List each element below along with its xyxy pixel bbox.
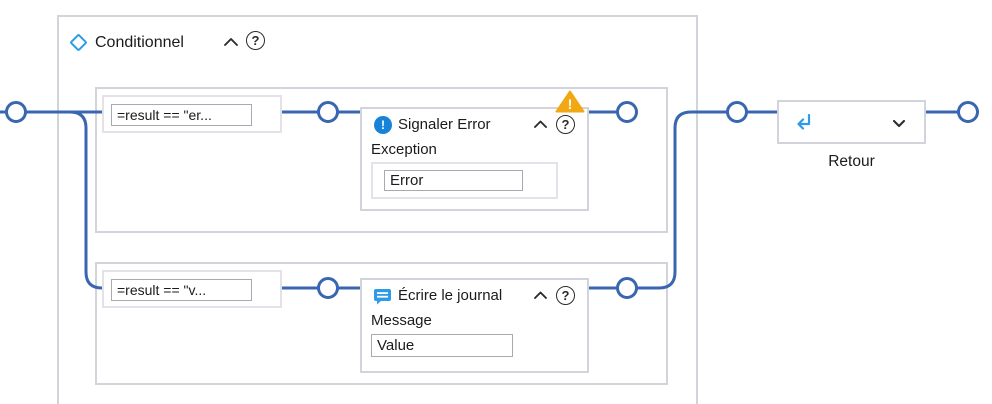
return-icon [797,113,811,130]
conditional-title: Conditionnel [95,34,184,51]
connection-point[interactable] [616,277,638,299]
exception-input[interactable] [384,170,523,191]
field-label: Message [371,312,432,329]
connection-point[interactable] [5,101,27,123]
message-icon [374,289,391,305]
condition-expression-input[interactable] [111,279,252,301]
return-label: Retour [828,153,875,170]
action-title: Signaler Error [398,116,491,133]
action-title: Écrire le journal [398,287,503,304]
action-ecrire-le-journal[interactable]: Écrire le journal ? Message [360,278,589,373]
connection-point[interactable] [317,277,339,299]
connection-point[interactable] [957,101,979,123]
connection-point[interactable] [317,101,339,123]
action-signaler-error[interactable]: ! Signaler Error ? Exception ! [360,90,589,211]
condition-expression-box [102,95,282,133]
field-label: Exception [371,141,437,158]
dropdown-chevron-icon[interactable] [892,119,906,128]
conditional-diamond-icon [69,33,89,53]
connection-point[interactable] [726,101,748,123]
error-info-icon: ! [374,116,392,134]
warning-glyph: ! [568,96,573,112]
message-input[interactable] [371,334,513,357]
collapse-chevron-icon[interactable] [223,37,239,47]
exception-field-wrapper [371,162,558,199]
help-icon[interactable]: ? [556,286,575,305]
condition-expression-input[interactable] [111,104,252,126]
help-icon[interactable]: ? [246,31,265,50]
return-node[interactable] [777,100,926,144]
collapse-chevron-icon[interactable] [533,291,548,300]
help-icon[interactable]: ? [556,115,575,134]
connection-point[interactable] [616,101,638,123]
warning-icon[interactable]: ! [555,90,585,113]
condition-expression-box [102,270,282,308]
collapse-chevron-icon[interactable] [533,120,548,129]
